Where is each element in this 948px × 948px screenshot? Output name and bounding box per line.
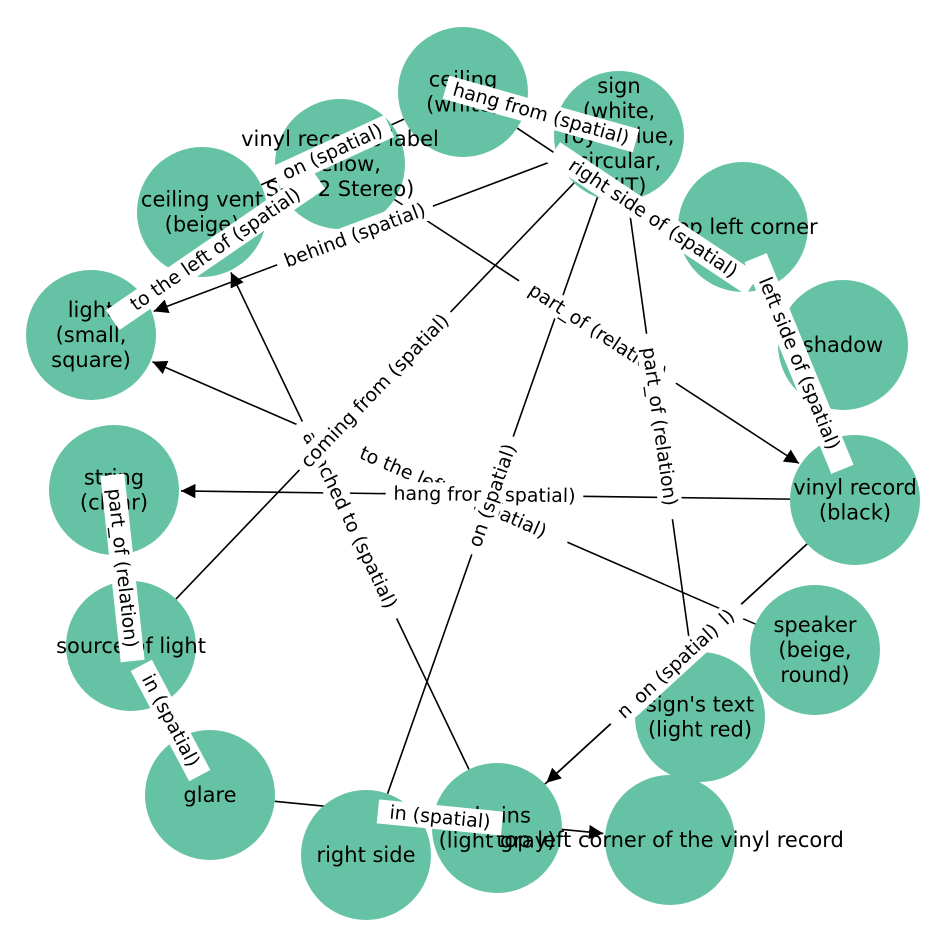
node-speaker: speaker(beige,round) [750, 585, 880, 715]
node-label: speaker [773, 613, 856, 637]
node-layer: ceiling(white)sign(white,royal blue,circ… [26, 27, 920, 920]
node-circle [790, 435, 920, 565]
node-label: sign's text [646, 693, 754, 717]
node-label: (black) [819, 501, 891, 525]
node-label: glare [183, 783, 236, 807]
node-label: right side [316, 843, 415, 867]
node-label: vinyl record [793, 476, 917, 500]
node-vinyl-record: vinyl record(black) [790, 435, 920, 565]
node-label: square) [51, 348, 131, 372]
node-glare: glare [145, 730, 275, 860]
node-label: round) [780, 663, 849, 687]
node-circle [145, 730, 275, 860]
edge-label: part_of (relation) [634, 332, 685, 521]
node-top-left-corner-vr: top left corner of the vinyl record [496, 775, 844, 905]
node-label: top left corner of the vinyl record [496, 828, 844, 852]
node-circle [605, 775, 735, 905]
node-label: shadow [803, 333, 883, 357]
node-label: sign [597, 74, 640, 98]
node-label: (beige, [778, 638, 851, 662]
node-label: ceiling vent [141, 188, 263, 212]
node-circle [750, 585, 880, 715]
node-label: (light red) [648, 718, 752, 742]
node-label: (small, [56, 323, 127, 347]
